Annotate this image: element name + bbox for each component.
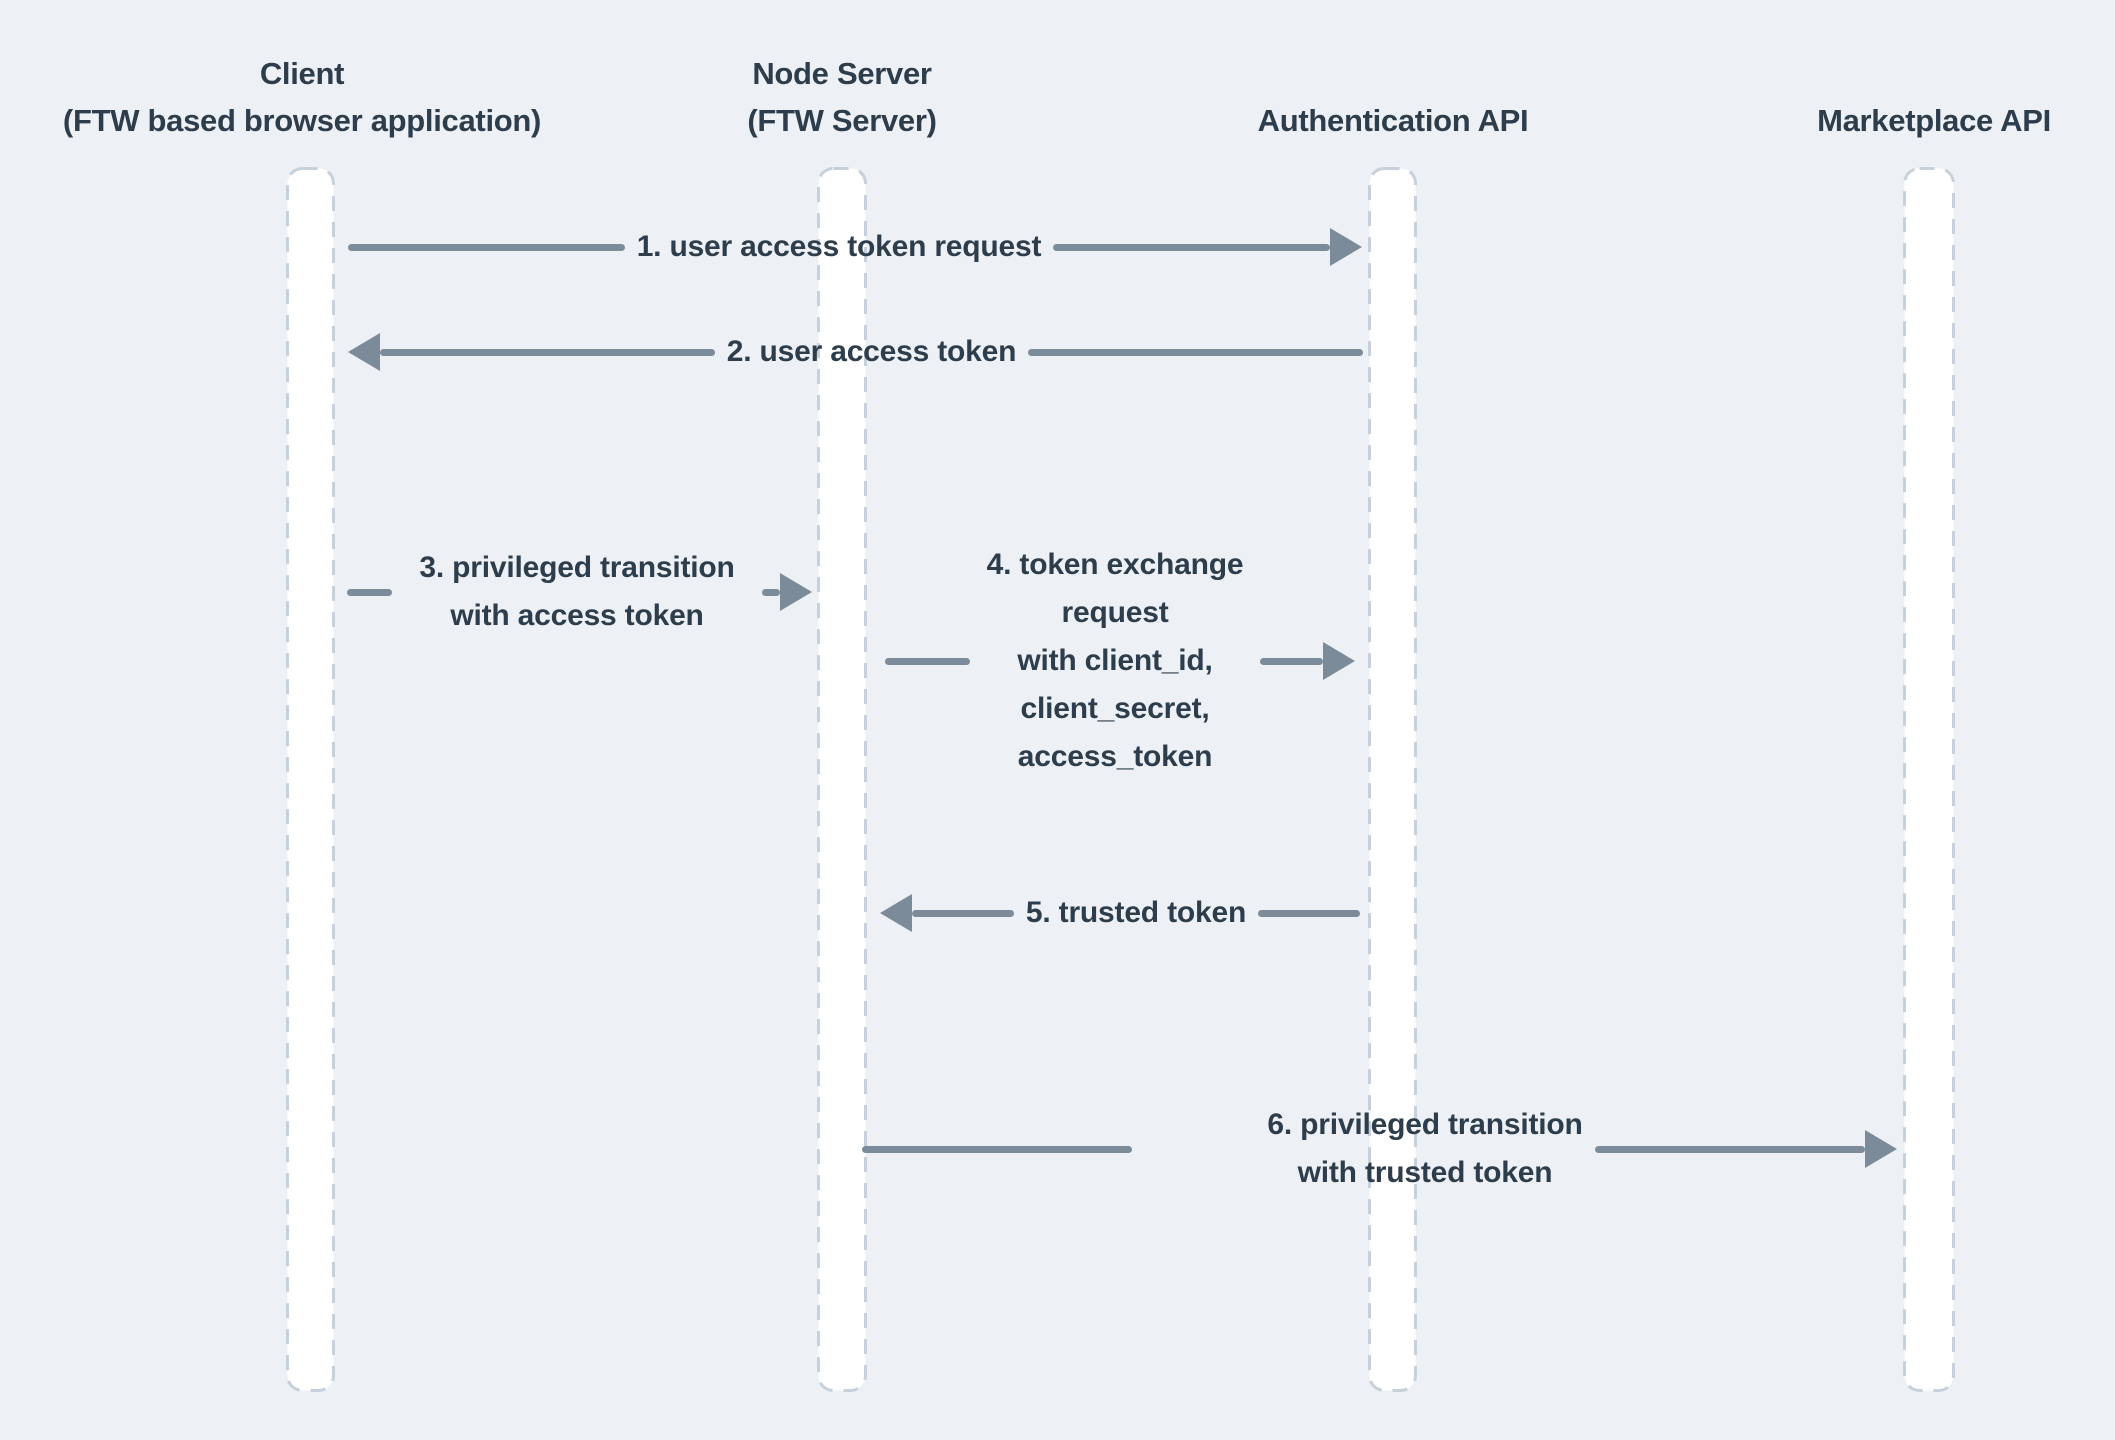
lifeline-node-server <box>817 167 867 1397</box>
label-line: 4. token exchange <box>986 548 1244 581</box>
actor-name: Authentication API <box>1257 103 1529 138</box>
message-2-arrow: 2. user access token <box>348 328 1364 376</box>
arrowhead-right-icon <box>1330 228 1362 266</box>
arrowhead-left-icon <box>880 894 912 932</box>
label-line: access_token <box>1017 740 1213 773</box>
label-line: 2. user access token <box>726 335 1017 368</box>
message-1-arrow: 1. user access token request <box>348 223 1362 271</box>
actor-header-client: Client (FTW based browser application) <box>0 50 652 144</box>
arrow-mini <box>1260 642 1356 680</box>
arrow-line <box>912 909 1014 917</box>
message-2-label: 2. user access token <box>727 328 1017 376</box>
lifeline-dashed-bar <box>817 167 867 1392</box>
arrow-line <box>347 588 392 596</box>
label-line: with trusted token <box>1297 1156 1553 1189</box>
arrow-line <box>348 243 625 251</box>
message-3-label: 3. privileged transition with access tok… <box>419 544 734 640</box>
lifeline-authentication-api <box>1368 167 1417 1397</box>
actor-header-authentication-api: Authentication API <box>1043 50 1743 144</box>
actor-subtitle: (FTW Server) <box>747 103 937 138</box>
message-1-label: 1. user access token request <box>637 223 1042 271</box>
arrowhead-right-icon <box>1323 642 1356 680</box>
arrow-line <box>1053 243 1330 251</box>
message-4-arrow: 4. token exchange request with client_id… <box>885 539 1356 783</box>
message-4-label: 4. token exchange request with client_id… <box>987 541 1244 781</box>
lifeline-client <box>286 167 335 1397</box>
arrowhead-right-icon <box>780 573 812 611</box>
arrow-line <box>762 588 780 596</box>
lifeline-dashed-bar <box>1368 167 1417 1392</box>
arrow-line <box>1260 657 1324 665</box>
label-line: 5. trusted token <box>1025 896 1247 929</box>
actor-name: Client <box>259 56 345 91</box>
actor-header-marketplace-api: Marketplace API <box>1584 50 2115 144</box>
arrow-line <box>885 657 970 665</box>
message-6-arrow: 6. privileged transition with trusted to… <box>862 1099 1897 1199</box>
arrowhead-left-icon <box>348 333 380 371</box>
arrow-line <box>380 348 715 356</box>
arrow-line <box>1028 348 1364 356</box>
arrow-line <box>862 1145 1133 1153</box>
actor-name: Marketplace API <box>1817 103 2051 138</box>
actor-name: Node Server <box>752 56 932 91</box>
message-3-arrow: 3. privileged transition with access tok… <box>347 542 812 642</box>
message-6-label: 6. privileged transition with trusted to… <box>1267 1101 1582 1197</box>
arrow-mini <box>762 573 812 611</box>
message-5-label: 5. trusted token <box>1026 889 1246 937</box>
arrow-line <box>1594 1145 1865 1153</box>
lifeline-dashed-bar <box>286 167 335 1392</box>
label-line: 3. privileged transition <box>419 551 735 584</box>
actor-header-node-server: Node Server (FTW Server) <box>492 50 1192 144</box>
lifeline-marketplace-api <box>1903 167 1955 1397</box>
label-line: request <box>1061 596 1169 629</box>
label-line: client_secret, <box>1020 692 1210 725</box>
label-line: with client_id, <box>1017 644 1213 677</box>
arrowhead-right-icon <box>1865 1130 1897 1168</box>
message-5-arrow: 5. trusted token <box>880 889 1360 937</box>
label-line: 6. privileged transition <box>1267 1108 1583 1141</box>
label-line: with access token <box>450 599 704 632</box>
arrow-line <box>1258 909 1360 917</box>
label-line: 1. user access token request <box>636 230 1042 263</box>
actor-subtitle: (FTW based browser application) <box>62 103 542 138</box>
lifeline-dashed-bar <box>1903 167 1955 1392</box>
